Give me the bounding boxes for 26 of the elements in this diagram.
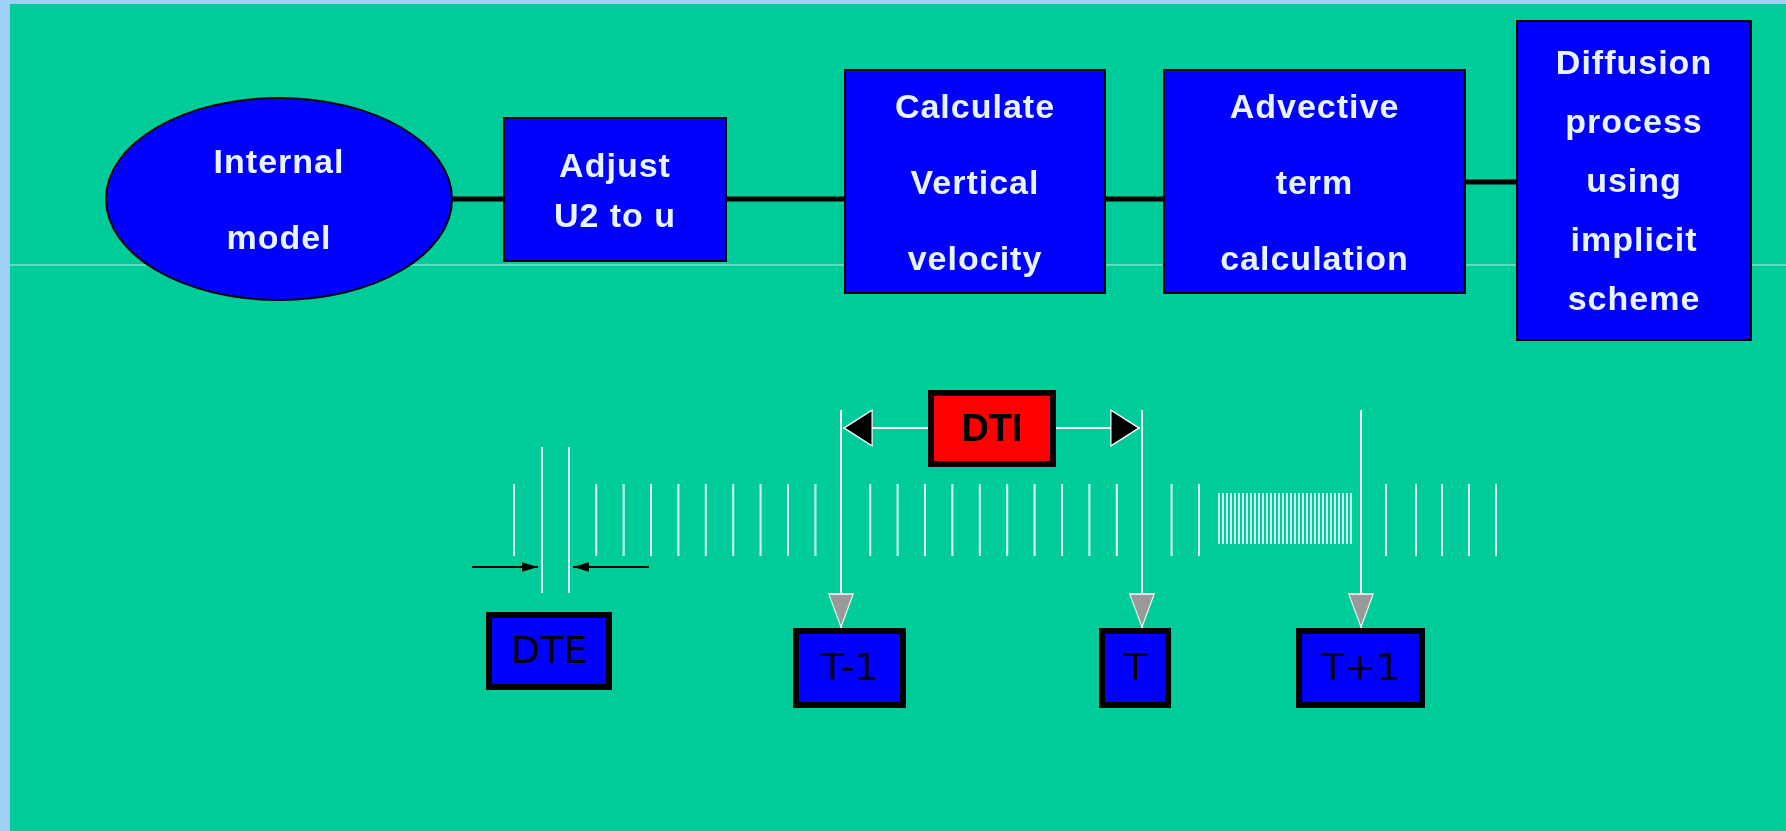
- node-label: DTE: [510, 630, 588, 672]
- node-label: Internal model: [212, 141, 346, 258]
- node-label: T: [1123, 647, 1147, 689]
- label-box: [1099, 628, 1171, 708]
- process-box: [844, 69, 1106, 294]
- label-box: [486, 612, 612, 690]
- connector-line: [1466, 179, 1516, 185]
- label-box: [928, 390, 1056, 467]
- node-label: Diffusion process using implicit scheme: [1554, 42, 1714, 319]
- node-label: DTI: [961, 407, 1023, 450]
- node-label: Calculate Vertical velocity: [893, 85, 1057, 279]
- process-box: [1163, 69, 1466, 294]
- arrow: [1129, 409, 1155, 629]
- connector-line: [727, 196, 844, 202]
- process-box: [503, 117, 727, 262]
- arrow: [1348, 409, 1374, 629]
- node-label: T-1: [820, 647, 879, 689]
- node-label: Adjust U2 to u: [552, 144, 678, 236]
- label-box: [793, 628, 906, 708]
- node-label: Advective term calculation: [1219, 85, 1410, 279]
- connector-line: [1106, 196, 1163, 202]
- connector-line: [453, 196, 503, 202]
- node-label: T+1: [1320, 647, 1401, 689]
- label-box: [1296, 628, 1425, 708]
- process-box: [1516, 20, 1752, 341]
- arrow: [828, 409, 854, 629]
